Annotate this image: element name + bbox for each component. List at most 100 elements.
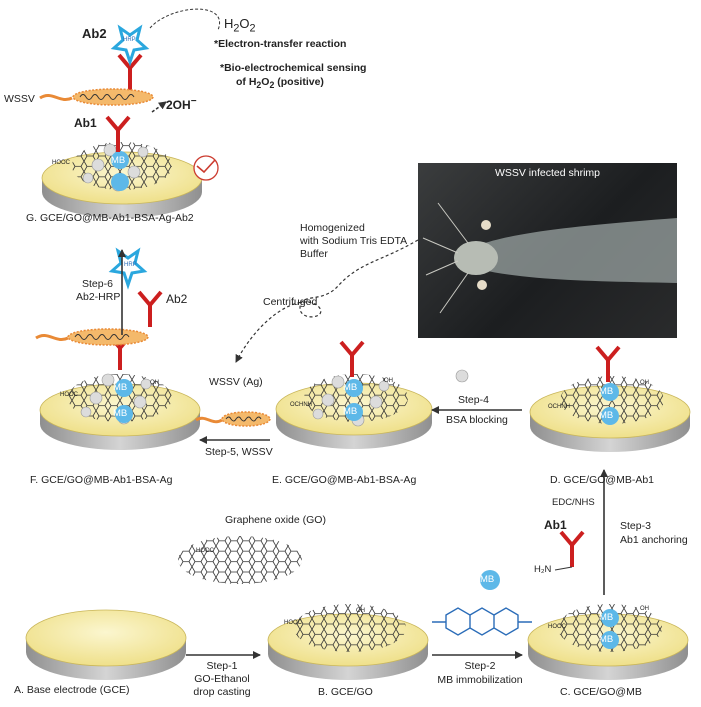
- mb-circle-e2: [345, 403, 363, 421]
- h2o2-label: H2O2: [224, 16, 256, 35]
- ab2-hrp-reagent: [108, 247, 163, 329]
- virus-tail-g: [39, 93, 73, 101]
- mb-molecule: [432, 570, 532, 636]
- mb-label-f2: MB: [113, 408, 128, 419]
- caption-g: G. GCE/GO@MB-Ab1-BSA-Ag-Ab2: [26, 212, 194, 224]
- ab2-label-top: Ab2: [82, 26, 107, 41]
- hrp-star-reagent: [108, 247, 148, 290]
- wssv-antigen-label: WSSV (Ag): [209, 376, 263, 388]
- electrode-f: [35, 328, 201, 450]
- ab1-antibody-reagent: [559, 530, 585, 569]
- mb-circle-c1: [601, 609, 619, 627]
- step2-label-line1: Step-2: [464, 660, 496, 672]
- oh-label-c: OH: [640, 606, 649, 612]
- hrp-label-top: HRP: [123, 37, 136, 43]
- cooh-label-go: HOOC: [196, 548, 214, 554]
- virus-body-g: [72, 88, 154, 106]
- cooh-label-b: HOOC: [284, 620, 302, 626]
- virus-dna-f: [74, 334, 130, 340]
- shrimp-photo: WSSV infected shrimp: [418, 163, 677, 338]
- homogenized-note-line3: Buffer: [300, 248, 328, 260]
- centrifuge-path-arrow: [235, 239, 419, 363]
- bsa-spheres-g: [82, 143, 149, 192]
- electrode-c: [527, 604, 689, 680]
- step4-label-line2: BSA blocking: [446, 414, 508, 426]
- mb-label-g: MB: [111, 155, 126, 166]
- wssv-label-top: WSSV: [4, 93, 35, 105]
- graphene-sheet-b: [294, 604, 406, 652]
- oh-label-d: OH: [640, 380, 649, 386]
- mb-label-e2: MB: [343, 406, 358, 417]
- electrode-a-top: [25, 609, 187, 667]
- caption-a: A. Base electrode (GCE): [14, 684, 130, 696]
- virus-body-f: [67, 328, 149, 346]
- mb-circle-d1: [601, 383, 619, 401]
- step3-label-line1: Step-3: [620, 520, 651, 532]
- cooh-label-g: HOOC: [52, 160, 70, 166]
- mb-circle-d2: [601, 407, 619, 425]
- ab2-antibody-reagent: [137, 290, 163, 329]
- step2-label-line2: MB immobilization: [437, 674, 523, 686]
- mb-circle-g2: [111, 173, 129, 191]
- h2n-label: H₂N: [534, 564, 552, 575]
- virus-dna-g: [79, 94, 135, 100]
- mb-label-d1: MB: [599, 386, 614, 397]
- graphene-oxide-sheet: [178, 536, 302, 584]
- electrode-b: [267, 604, 429, 680]
- mb-circle-g1: [111, 151, 129, 169]
- mb-circle-f1: [115, 379, 133, 397]
- electrode-a: [25, 609, 187, 680]
- wssv-antigen-reagent: [195, 411, 271, 427]
- cooh-label-c: HOOC: [548, 624, 566, 630]
- mb-label-d2: MB: [599, 410, 614, 421]
- ab1-reagent: [554, 530, 585, 571]
- step4-label-line1: Step-4: [458, 394, 489, 406]
- hydroxide-label: 2OH−: [166, 96, 197, 112]
- oh-release-arrow: [151, 101, 167, 113]
- ab2-label-mid: Ab2: [166, 292, 188, 306]
- mb-label-reagent: MB: [480, 574, 495, 585]
- oh-label-e: OH: [384, 378, 393, 384]
- shrimp-illustration: [422, 202, 677, 314]
- cooh-label-f: HOOC: [60, 392, 78, 398]
- electrode-e: [275, 340, 433, 449]
- bsa-sphere-reagent: [455, 369, 469, 383]
- electrode-g: [39, 8, 221, 218]
- oh-label-f: OH: [150, 380, 159, 386]
- ab1-antibody-e: [339, 340, 365, 379]
- step1-label-line2: GO-Ethanol: [194, 673, 250, 685]
- mb-label-c1: MB: [599, 612, 614, 623]
- mb-circle-f2: [115, 405, 133, 423]
- process-arrows: [118, 249, 608, 659]
- homogenized-note-line2: with Sodium Tris EDTA: [300, 235, 408, 247]
- hrp-label-mid: HRP: [124, 262, 137, 268]
- mb-circle-e1: [345, 379, 363, 397]
- mb-label-c2: MB: [599, 634, 614, 645]
- och-label-d: OCHNH: [548, 404, 570, 410]
- oh-label-b: OH: [356, 608, 365, 614]
- virus-tail-f: [35, 333, 69, 341]
- graphene-oxide-title: Graphene oxide (GO): [225, 514, 326, 526]
- step3-label-line2: Ab1 anchoring: [620, 534, 688, 546]
- electron-transfer-note: *Electron-transfer reaction: [214, 38, 347, 50]
- electrode-d: [529, 345, 691, 452]
- hrp-star-g: [110, 24, 150, 67]
- och-label-e: OCHNH: [290, 402, 312, 408]
- mb-label-e1: MB: [343, 382, 358, 393]
- mb-label-f1: MB: [113, 382, 128, 393]
- centrifuged-label: Centrifuged: [263, 296, 318, 308]
- mb-circle-c2: [601, 631, 619, 649]
- electron-transfer-curve: [149, 8, 221, 31]
- edc-nhs-label: EDC/NHS: [552, 497, 595, 508]
- step6-label-line1: Step-6: [82, 278, 113, 290]
- bio-sensing-note-line1: *Bio-electrochemical sensing: [220, 62, 367, 74]
- step5-label: Step-5, WSSV: [205, 446, 273, 458]
- caption-e: E. GCE/GO@MB-Ab1-BSA-Ag: [272, 474, 417, 486]
- graphene-sheet-c: [558, 604, 662, 652]
- checkmark-icon: [193, 155, 219, 181]
- caption-b: B. GCE/GO: [318, 686, 373, 698]
- caption-c: C. GCE/GO@MB: [560, 686, 642, 698]
- bio-sensing-note-line2: of H2O2 (positive): [236, 76, 324, 91]
